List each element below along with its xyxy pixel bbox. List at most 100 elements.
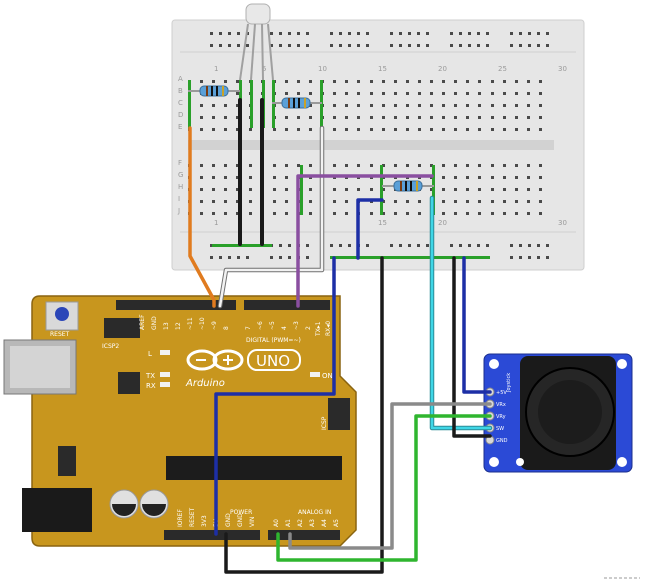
breadboard-hole xyxy=(478,164,481,167)
breadboard-hole xyxy=(491,128,494,131)
row-letter: H xyxy=(178,183,183,191)
breadboard-hole xyxy=(210,256,213,259)
breadboard-hole xyxy=(491,92,494,95)
breadboard-hole xyxy=(339,32,342,35)
breadboard-hole xyxy=(539,92,542,95)
breadboard-hole xyxy=(279,44,282,47)
breadboard-hole xyxy=(503,164,506,167)
voltage-regulator xyxy=(58,446,76,476)
breadboard-hole xyxy=(442,128,445,131)
breadboard-hole xyxy=(546,32,549,35)
analog-label: ANALOG IN xyxy=(298,509,331,516)
breadboard-hole xyxy=(345,116,348,119)
breadboard-hole xyxy=(285,92,288,95)
breadboard-hole xyxy=(297,164,300,167)
breadboard-hole xyxy=(297,44,300,47)
breadboard-hole xyxy=(357,80,360,83)
joystick-pin-label: GND xyxy=(496,438,508,444)
breadboard-hole xyxy=(285,80,288,83)
breadboard-hole xyxy=(370,92,373,95)
breadboard-hole xyxy=(408,244,411,247)
breadboard-hole xyxy=(333,164,336,167)
breadboard-hole xyxy=(528,32,531,35)
breadboard-hole xyxy=(478,80,481,83)
column-number: 5 xyxy=(262,65,266,73)
uno-badge xyxy=(247,349,301,371)
breadboard-hole xyxy=(519,256,522,259)
breadboard-hole xyxy=(406,104,409,107)
breadboard-hole xyxy=(357,92,360,95)
breadboard-hole xyxy=(382,92,385,95)
breadboard-hole xyxy=(408,32,411,35)
breadboard-hole xyxy=(430,104,433,107)
breadboard-hole xyxy=(503,80,506,83)
breadboard-hole xyxy=(503,200,506,203)
digital-header-right xyxy=(244,300,330,310)
breadboard-hole xyxy=(515,212,518,215)
power-pin-label: VIN xyxy=(249,517,256,527)
breadboard-hole xyxy=(466,116,469,119)
breadboard-hole xyxy=(454,104,457,107)
breadboard-hole xyxy=(200,164,203,167)
breadboard-hole xyxy=(454,212,457,215)
breadboard-hole xyxy=(288,244,291,247)
arduino-infinity-logo xyxy=(186,349,244,371)
breadboard-hole xyxy=(394,92,397,95)
breadboard-hole xyxy=(394,200,397,203)
breadboard-hole xyxy=(212,104,215,107)
breadboard-hole xyxy=(333,116,336,119)
breadboard-hole xyxy=(510,256,513,259)
breadboard-hole xyxy=(309,200,312,203)
breadboard-hole xyxy=(527,164,530,167)
breadboard-hole xyxy=(330,32,333,35)
breadboard-hole xyxy=(309,92,312,95)
breadboard-hole xyxy=(406,116,409,119)
breadboard-hole xyxy=(279,32,282,35)
breadboard-hole xyxy=(394,128,397,131)
on-led xyxy=(310,372,320,377)
breadboard-hole xyxy=(246,44,249,47)
fritzing-logo-icon xyxy=(516,458,524,466)
breadboard-hole xyxy=(515,188,518,191)
breadboard-hole xyxy=(309,188,312,191)
breadboard-hole xyxy=(528,244,531,247)
power-pin-label: 3V3 xyxy=(201,515,208,527)
digital-header-left xyxy=(116,300,236,310)
l-label: L xyxy=(148,350,152,358)
breadboard-hole xyxy=(309,80,312,83)
breadboard-hole xyxy=(279,256,282,259)
breadboard-hole xyxy=(468,44,471,47)
breadboard-hole xyxy=(348,244,351,247)
breadboard-hole xyxy=(236,200,239,203)
digital-pin-label: ~9 xyxy=(211,321,218,330)
breadboard-hole xyxy=(418,116,421,119)
breadboard-hole xyxy=(418,164,421,167)
breadboard-hole xyxy=(406,164,409,167)
breadboard-hole xyxy=(236,176,239,179)
wire-blue xyxy=(462,256,492,394)
wire-white xyxy=(218,126,324,308)
breadboard-hole xyxy=(212,80,215,83)
breadboard-hole xyxy=(285,164,288,167)
breadboard-hole xyxy=(394,116,397,119)
reset-button xyxy=(45,301,79,331)
wire-blue xyxy=(356,198,384,260)
breadboard-hole xyxy=(297,92,300,95)
breadboard-hole xyxy=(236,80,239,83)
breadboard-hole xyxy=(503,104,506,107)
resistor xyxy=(382,180,434,192)
breadboard-hole xyxy=(273,164,276,167)
breadboard-hole xyxy=(270,256,273,259)
breadboard-hole xyxy=(394,104,397,107)
breadboard-hole xyxy=(357,164,360,167)
breadboard-hole xyxy=(442,104,445,107)
joystick-module: Joystick +5V VRx VRy SW GND xyxy=(483,353,633,473)
breadboard-hole xyxy=(478,92,481,95)
breadboard-hole xyxy=(539,176,542,179)
breadboard-hole xyxy=(309,128,312,131)
breadboard-hole xyxy=(466,128,469,131)
power-pin-label: GND xyxy=(237,513,244,527)
breadboard-hole xyxy=(333,104,336,107)
breadboard-hole xyxy=(426,244,429,247)
